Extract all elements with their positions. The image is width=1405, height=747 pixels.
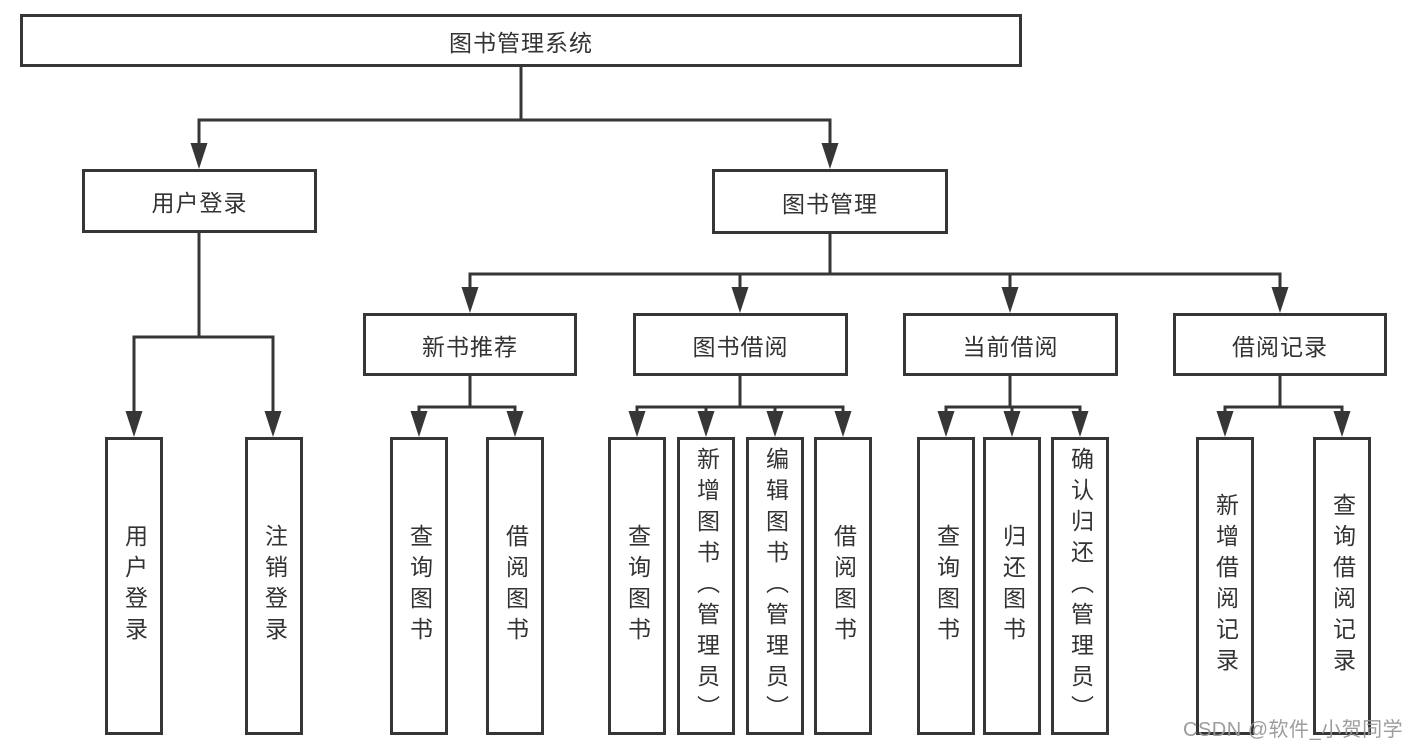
- leaf-user-login-label: 用户登录: [121, 524, 148, 648]
- arrowhead: [1216, 411, 1234, 437]
- leaf-return-books: 归还图书: [983, 437, 1041, 735]
- leaf-return-books-label: 归还图书: [999, 524, 1026, 648]
- leaf-query-borrow-record: 查询借阅记录: [1313, 437, 1371, 735]
- arrowhead: [697, 411, 715, 437]
- arrowhead: [506, 411, 524, 437]
- arrowhead: [410, 411, 428, 437]
- leaf-edit-books-admin-label: 编辑图书（管理员）: [762, 446, 789, 726]
- leaf-recommend-borrow-books-label: 借阅图书: [502, 524, 529, 648]
- leaf-recommend-query-books: 查询图书: [390, 437, 448, 735]
- arrowhead: [264, 411, 282, 437]
- leaf-add-borrow-record: 新增借阅记录: [1196, 437, 1254, 735]
- connector-user-login-to-leaves: [132, 233, 275, 412]
- arrowhead: [461, 287, 479, 313]
- csdn-watermark: CSDN @软件_小贺同学: [1183, 719, 1404, 741]
- node-root: 图书管理系统: [20, 14, 1022, 67]
- arrowhead: [190, 143, 208, 169]
- leaf-recommend-borrow-books: 借阅图书: [486, 437, 544, 735]
- arrowhead: [125, 411, 143, 437]
- node-book-management: 图书管理: [712, 169, 948, 234]
- leaf-logout: 注销登录: [245, 437, 303, 735]
- arrowhead: [1001, 287, 1019, 313]
- leaf-current-query-books-label: 查询图书: [933, 524, 960, 648]
- connector-root-to-level2: [197, 67, 832, 144]
- leaf-current-query-books: 查询图书: [917, 437, 975, 735]
- leaf-user-login: 用户登录: [105, 437, 163, 735]
- node-new-book-recommend: 新书推荐: [363, 313, 577, 376]
- node-book-management-label: 图书管理: [782, 190, 878, 217]
- leaf-confirm-return-admin-label: 确认归还（管理员）: [1067, 446, 1094, 726]
- arrowhead: [1333, 411, 1351, 437]
- leaf-query-borrow-record-label: 查询借阅记录: [1329, 493, 1356, 679]
- arrowhead: [821, 143, 839, 169]
- leaf-edit-books-admin: 编辑图书（管理员）: [746, 437, 804, 735]
- node-borrow-records-label: 借阅记录: [1232, 333, 1328, 360]
- arrowhead: [1271, 287, 1289, 313]
- node-current-borrow-label: 当前借阅: [962, 333, 1059, 360]
- arrowhead: [628, 411, 646, 437]
- arrowhead: [1071, 411, 1089, 437]
- leaf-borrow-books: 借阅图书: [814, 437, 872, 735]
- node-book-borrow-label: 图书借阅: [692, 333, 789, 360]
- leaf-logout-label: 注销登录: [261, 524, 288, 648]
- connector-book-borrow-to-leaves: [635, 376, 845, 412]
- leaf-add-borrow-record-label: 新增借阅记录: [1212, 493, 1239, 679]
- connector-records-to-leaves: [1223, 376, 1344, 412]
- node-current-borrow: 当前借阅: [903, 313, 1118, 376]
- leaf-borrow-books-label: 借阅图书: [830, 524, 857, 648]
- node-root-label: 图书管理系统: [449, 29, 593, 56]
- arrowhead: [731, 287, 749, 313]
- connector-new-book-to-leaves: [417, 376, 517, 412]
- node-new-book-recommend-label: 新书推荐: [422, 333, 518, 360]
- arrowhead: [766, 411, 784, 437]
- arrowheads: [125, 143, 1351, 437]
- node-borrow-records: 借阅记录: [1173, 313, 1387, 376]
- connector-book-mgmt-to-level3: [468, 234, 1282, 289]
- arrowhead: [834, 411, 852, 437]
- leaf-add-books-admin: 新增图书（管理员）: [677, 437, 735, 735]
- node-user-login: 用户登录: [82, 169, 317, 233]
- connector-current-borrow-to-leaves: [944, 376, 1082, 412]
- node-book-borrow: 图书借阅: [633, 313, 848, 376]
- node-user-login-label: 用户登录: [151, 190, 248, 216]
- leaf-recommend-query-books-label: 查询图书: [406, 524, 433, 648]
- leaf-borrow-query-books-label: 查询图书: [624, 524, 651, 648]
- leaf-borrow-query-books: 查询图书: [608, 437, 666, 735]
- arrowhead: [937, 411, 955, 437]
- leaf-add-books-admin-label: 新增图书（管理员）: [693, 446, 720, 726]
- leaf-confirm-return-admin: 确认归还（管理员）: [1051, 437, 1109, 735]
- arrowhead: [1003, 411, 1021, 437]
